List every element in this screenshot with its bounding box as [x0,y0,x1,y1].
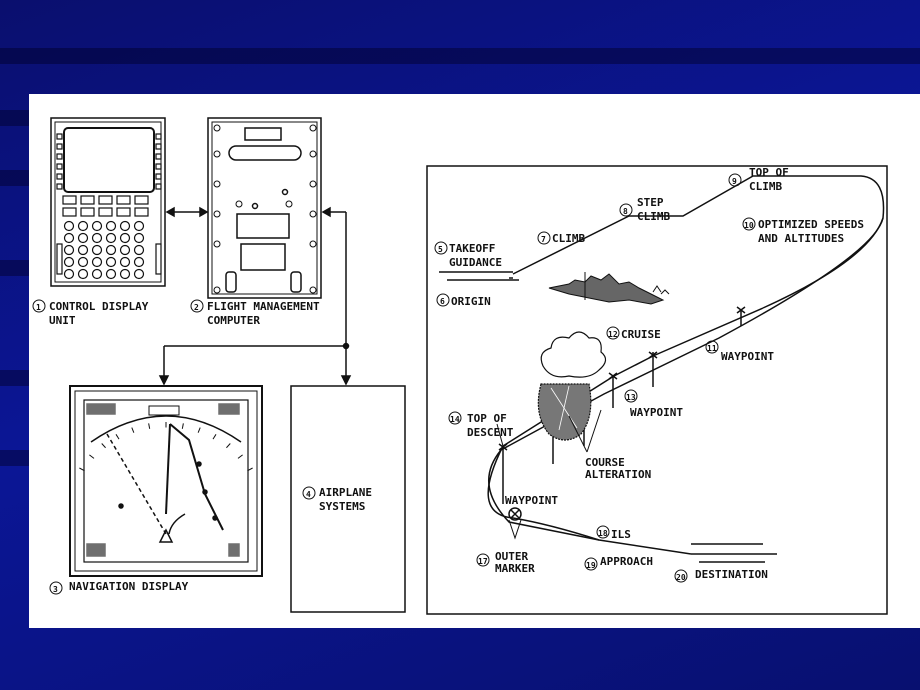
step-climb-num: 8 [623,207,628,216]
flight-profile-frame [426,165,888,615]
outer-marker-num: 17 [478,557,488,566]
fmc-unit [207,117,322,299]
waypoint-a-num: 11 [707,344,717,353]
cdu-label-2: UNIT [49,314,76,327]
course-alteration-label-1: COURSE [585,456,625,469]
top-of-descent-label-1: TOP OF [467,412,507,425]
city-skyline [548,272,670,305]
sys-label-2: SYSTEMS [319,500,365,513]
cdu-fmc-connector [158,206,352,386]
destination-num: 20 [676,573,686,582]
optimized-label-2: AND ALTITUDES [758,232,844,245]
ils-num: 18 [598,529,608,538]
cdu-label-1: CONTROL DISPLAY [49,300,149,313]
sys-label-1: AIRPLANE [319,486,372,499]
course-alteration-label-2: ALTERATION [585,468,651,481]
origin-label: ORIGIN [451,295,491,308]
climb-label: CLIMB [552,232,585,245]
nav-label: NAVIGATION DISPLAY [69,580,189,593]
origin-num: 6 [440,297,445,306]
fmc-label-2: COMPUTER [207,314,260,327]
nav-display [69,385,263,577]
top-of-descent-label-2: DESCENT [467,426,514,439]
optimized-label-1: OPTIMIZED SPEEDS [758,218,864,231]
fms-diagram: 1 CONTROL DISPLAY UNIT 2 FLIGHT MANAGEME… [32,117,888,615]
approach-label: APPROACH [600,555,653,568]
cdu-unit [50,117,166,287]
airplane-systems-box [290,385,406,613]
fmc-num: 2 [194,303,199,312]
outer-marker-label-1: OUTER [495,550,528,563]
diagram-panel: 1 CONTROL DISPLAY UNIT 2 FLIGHT MANAGEME… [29,94,920,628]
cruise-num: 12 [608,330,618,339]
takeoff-label-1: TAKEOFF [449,242,495,255]
nav-num: 3 [53,585,58,594]
top-of-climb-num: 9 [732,177,737,186]
top-of-climb-label-1: TOP OF [749,166,789,179]
waypoint-b-num: 13 [626,393,636,402]
waypoint-b-label: WAYPOINT [630,406,683,419]
step-climb-label-2: CLIMB [637,210,670,223]
waypoint-a-label: WAYPOINT [721,350,774,363]
cruise-label: CRUISE [621,328,661,341]
sys-num: 4 [306,490,311,499]
optimized-num: 10 [744,221,754,230]
waypoint-c-label: WAYPOINT [505,494,558,507]
takeoff-label-2: GUIDANCE [449,256,502,269]
destination-label: DESTINATION [695,568,768,581]
takeoff-num: 5 [438,245,443,254]
cdu-num: 1 [36,303,41,312]
approach-num: 19 [586,561,596,570]
climb-num: 7 [541,235,546,244]
storm-cloud [537,331,607,441]
ils-label: ILS [611,528,631,541]
step-climb-label-1: STEP [637,196,664,209]
callout-circles [32,173,756,595]
outer-marker-label-2: MARKER [495,562,535,575]
top-of-climb-label-2: CLIMB [749,180,782,193]
top-of-descent-num: 14 [450,415,460,424]
fmc-label-1: FLIGHT MANAGEMENT [207,300,320,313]
